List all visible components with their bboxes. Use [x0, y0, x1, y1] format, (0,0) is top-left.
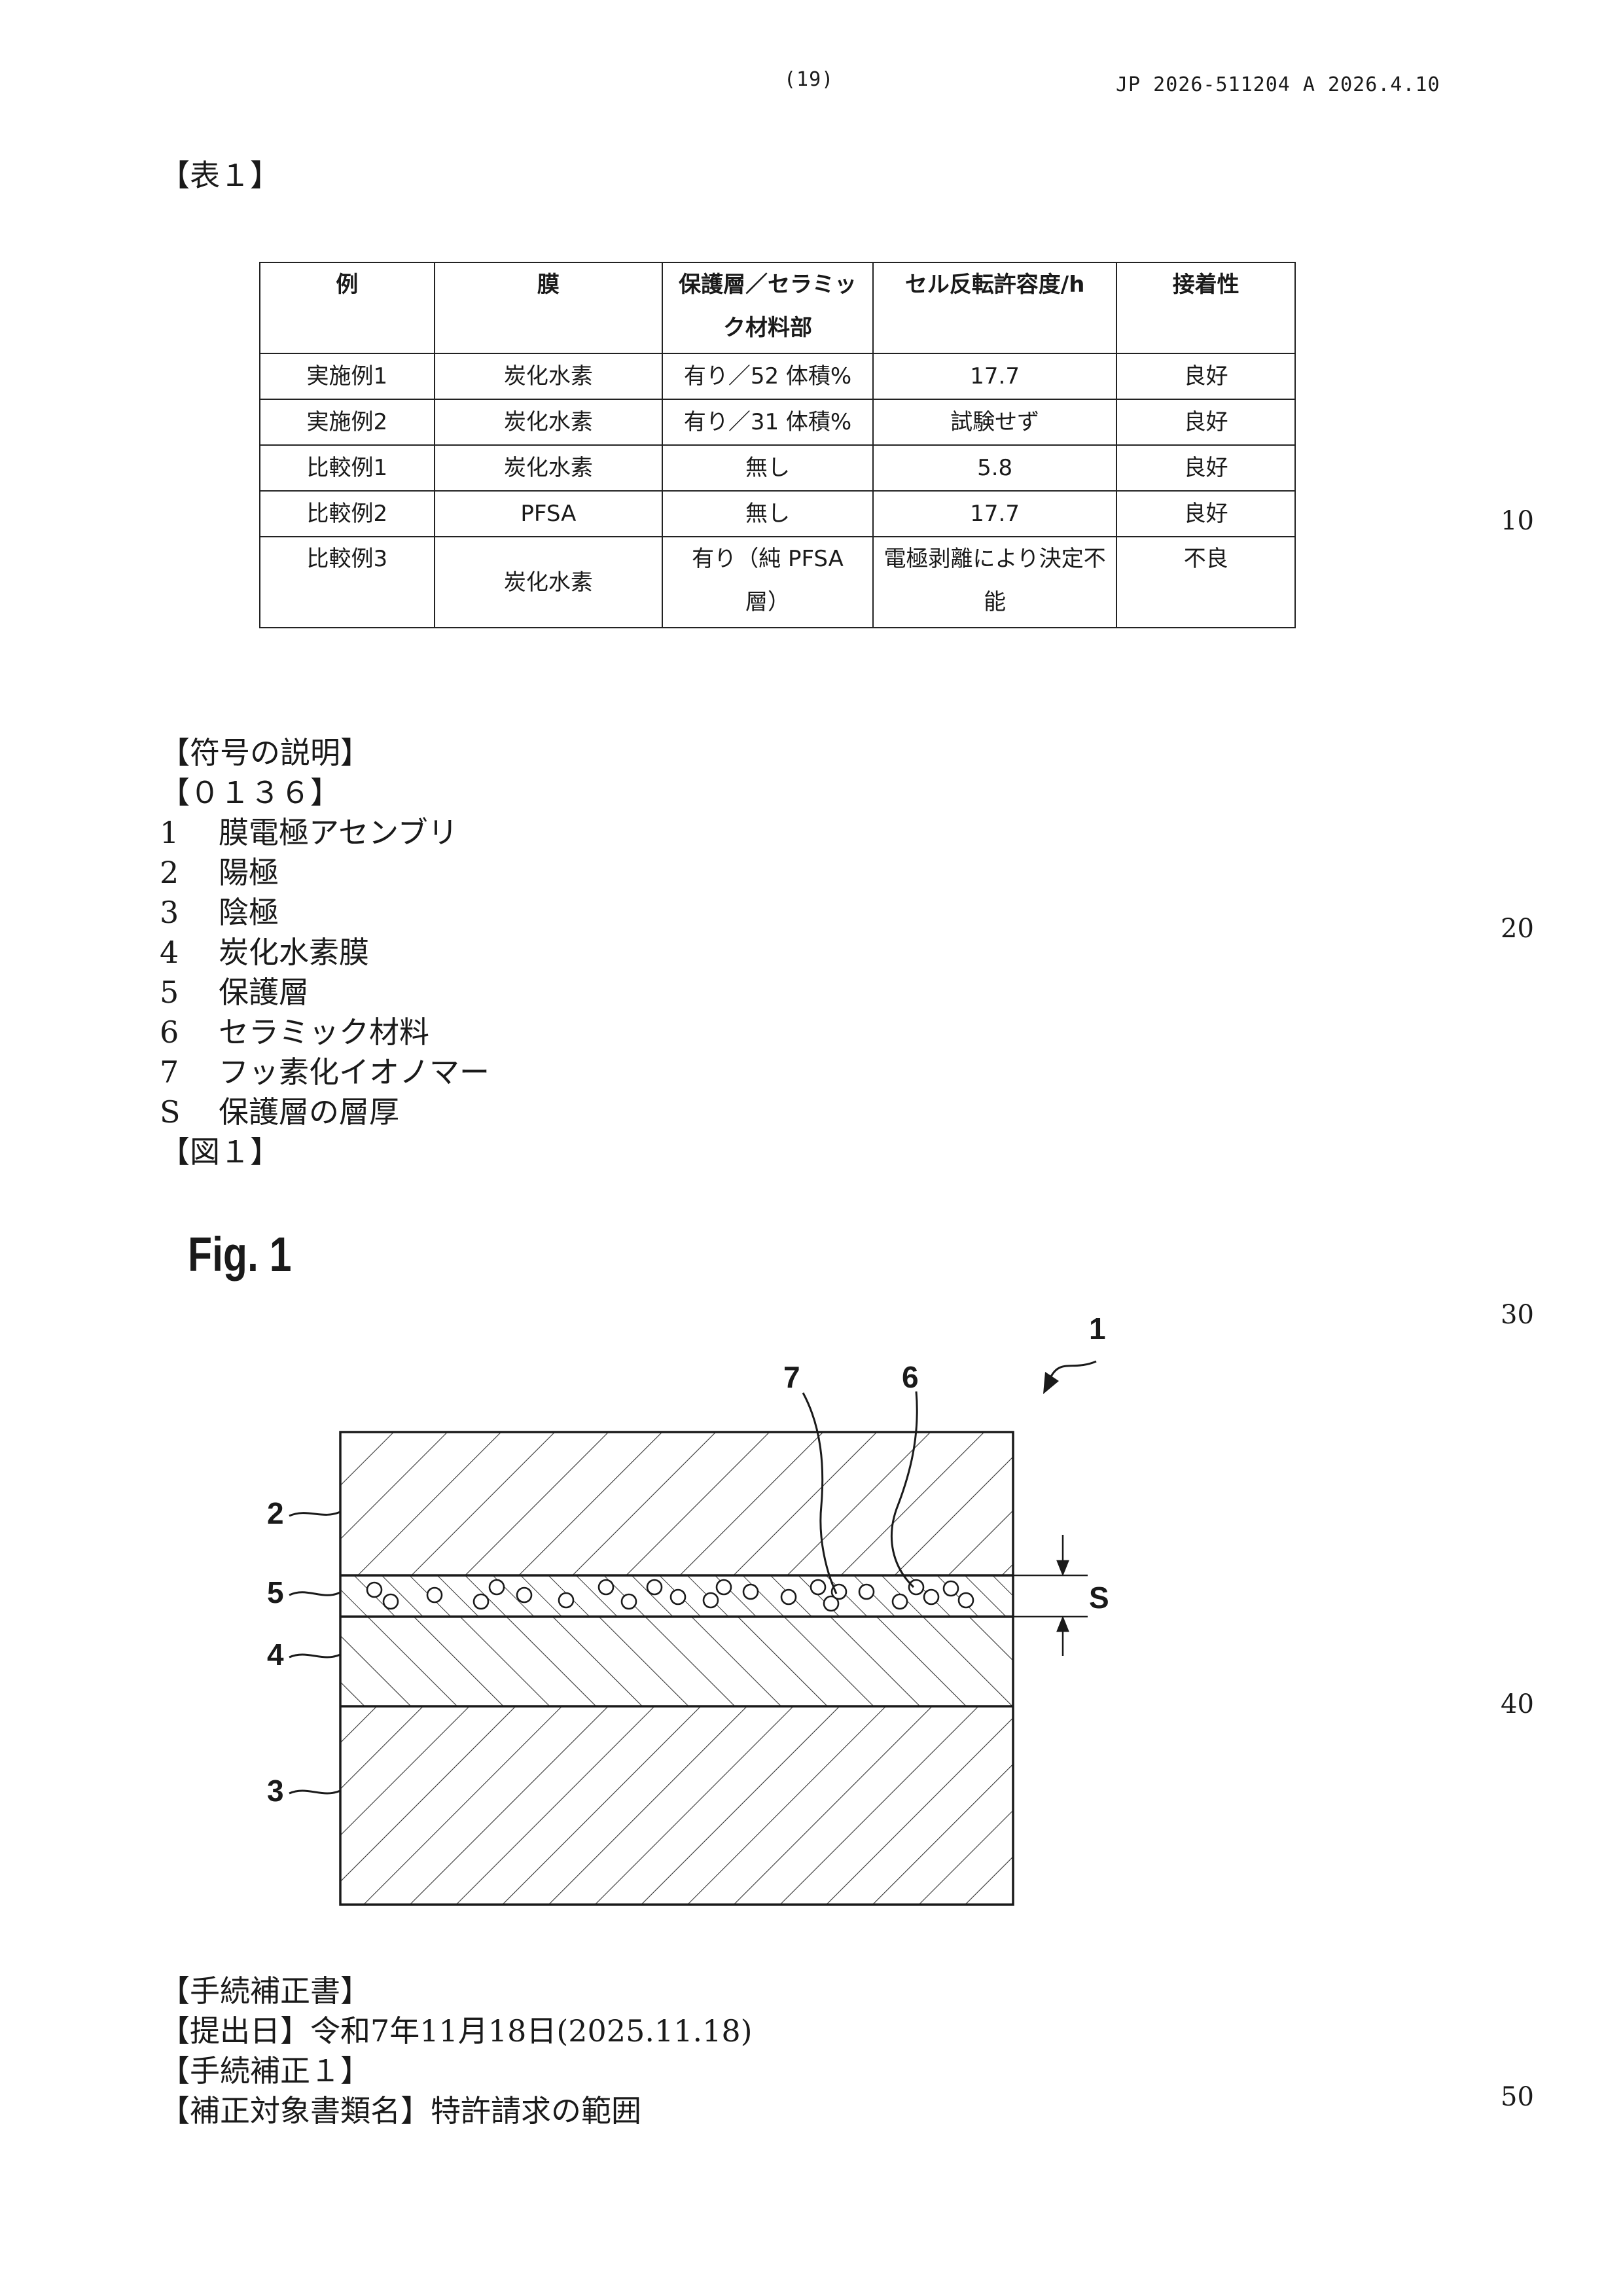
cathode-layer [340, 1706, 1013, 1905]
table-row: 比較例3 炭化水素 有り（純 PFSA 層） 電極剥離により決定不能 不良 [260, 537, 1295, 628]
list-item: 7フッ素化イオノマー [160, 1052, 490, 1092]
symbol-number: 1 [160, 813, 219, 853]
symbol-number: 5 [160, 973, 219, 1013]
table-cell: 無し [662, 445, 873, 491]
label-cathode: 3 [267, 1774, 284, 1808]
table-cell: 比較例1 [260, 445, 435, 491]
table-heading: 【表１】 [160, 156, 280, 196]
line-number: 20 [1501, 914, 1534, 944]
table-cell: 比較例2 [260, 491, 435, 537]
table-cell: 比較例3 [260, 537, 435, 628]
table-cell: 電極剥離により決定不能 [873, 537, 1117, 628]
table-cell: 5.8 [873, 445, 1117, 491]
table-cell: 17.7 [873, 353, 1117, 399]
symbol-number: 6 [160, 1013, 219, 1052]
table-cell: 良好 [1116, 353, 1295, 399]
table-cell: 有り（純 PFSA 層） [662, 537, 873, 628]
symbols-section: 【符号の説明】 【０１３６】 1膜電極アセンブリ 2陽極 3陰極 4炭化水素膜 … [160, 733, 490, 1172]
table-row: 実施例1 炭化水素 有り／52 体積% 17.7 良好 [260, 353, 1295, 399]
symbol-number: 4 [160, 933, 219, 973]
symbol-number: S [160, 1092, 219, 1132]
page-number: (19) [784, 68, 834, 91]
label-assembly: 1 [1089, 1312, 1106, 1346]
col-header-membrane: 膜 [435, 262, 663, 353]
symbols-heading: 【符号の説明】 [160, 733, 490, 773]
table-cell: 17.7 [873, 491, 1117, 537]
table-cell: 不良 [1116, 537, 1295, 628]
amendment-line: 【手続補正書】 [160, 1971, 753, 2011]
publication-number: JP 2026-511204 A 2026.4.10 [1116, 73, 1440, 96]
table-row: 実施例2 炭化水素 有り／31 体積% 試験せず 良好 [260, 399, 1295, 445]
line-number: 30 [1501, 1300, 1534, 1330]
list-item: 2陽極 [160, 853, 490, 893]
figure-title: Fig. 1 [188, 1227, 291, 1282]
col-header-example: 例 [260, 262, 435, 353]
symbol-description: 炭化水素膜 [219, 935, 369, 970]
label-fluorinated-ionomer: 7 [783, 1360, 800, 1394]
table-cell: 炭化水素 [435, 353, 663, 399]
symbol-description: フッ素化イオノマー [219, 1054, 490, 1090]
label-protective-layer: 5 [267, 1575, 284, 1609]
table-row: 比較例2 PFSA 無し 17.7 良好 [260, 491, 1295, 537]
table-row: 比較例1 炭化水素 無し 5.8 良好 [260, 445, 1295, 491]
list-item: S保護層の層厚 [160, 1092, 490, 1132]
label-ceramic-material: 6 [902, 1360, 919, 1394]
line-number: 50 [1501, 2082, 1534, 2112]
symbol-description: 保護層 [219, 975, 309, 1010]
symbol-description: セラミック材料 [219, 1014, 429, 1050]
thickness-dimension [1013, 1535, 1088, 1656]
amendment-section: 【手続補正書】 【提出日】令和7年11月18日(2025.11.18) 【手続補… [160, 1971, 753, 2131]
list-item: 3陰極 [160, 893, 490, 933]
table-cell: 実施例2 [260, 399, 435, 445]
col-header-cell-reversal: セル反転許容度/h [873, 262, 1117, 353]
table-cell: 炭化水素 [435, 445, 663, 491]
symbol-list: 1膜電極アセンブリ 2陽極 3陰極 4炭化水素膜 5保護層 6セラミック材料 7… [160, 813, 490, 1132]
col-header-protective-layer: 保護層／セラミック材料部 [662, 262, 873, 353]
table-cell: 無し [662, 491, 873, 537]
table-cell: 有り／52 体積% [662, 353, 873, 399]
line-number: 10 [1501, 506, 1534, 536]
amendment-line: 【手続補正１】 [160, 2051, 753, 2091]
list-item: 4炭化水素膜 [160, 933, 490, 973]
amendment-line: 【提出日】令和7年11月18日(2025.11.18) [160, 2011, 753, 2051]
table-cell: PFSA [435, 491, 663, 537]
table-cell: 実施例1 [260, 353, 435, 399]
table-cell: 良好 [1116, 399, 1295, 445]
table-cell: 良好 [1116, 491, 1295, 537]
symbol-description: 陽極 [219, 855, 279, 890]
label-thickness: S [1089, 1581, 1109, 1615]
hydrocarbon-membrane-layer [340, 1617, 1013, 1706]
label-anode: 2 [267, 1496, 284, 1530]
table-cell: 有り／31 体積% [662, 399, 873, 445]
amendment-line: 【補正対象書類名】特許請求の範囲 [160, 2091, 753, 2131]
list-item: 5保護層 [160, 973, 490, 1013]
symbol-description: 保護層の層厚 [219, 1094, 399, 1130]
paragraph-number: 【０１３６】 [160, 773, 490, 813]
line-number: 40 [1501, 1689, 1534, 1719]
table-cell: 試験せず [873, 399, 1117, 445]
symbol-description: 膜電極アセンブリ [219, 815, 458, 850]
symbol-number: 7 [160, 1052, 219, 1092]
symbol-description: 陰極 [219, 895, 279, 930]
list-item: 1膜電極アセンブリ [160, 813, 490, 853]
symbol-number: 2 [160, 853, 219, 893]
mea-cross-section-diagram: 2 5 4 3 7 6 1 S [0, 1276, 1623, 1931]
table-cell: 炭化水素 [435, 537, 663, 628]
label-membrane: 4 [267, 1638, 284, 1672]
figure-heading: 【図１】 [160, 1132, 490, 1172]
list-item: 6セラミック材料 [160, 1013, 490, 1052]
results-table: 例 膜 保護層／セラミック材料部 セル反転許容度/h 接着性 実施例1 炭化水素… [259, 262, 1296, 628]
table-cell: 炭化水素 [435, 399, 663, 445]
table-header-row: 例 膜 保護層／セラミック材料部 セル反転許容度/h 接着性 [260, 262, 1295, 353]
table-cell: 良好 [1116, 445, 1295, 491]
symbol-number: 3 [160, 893, 219, 933]
col-header-adhesion: 接着性 [1116, 262, 1295, 353]
